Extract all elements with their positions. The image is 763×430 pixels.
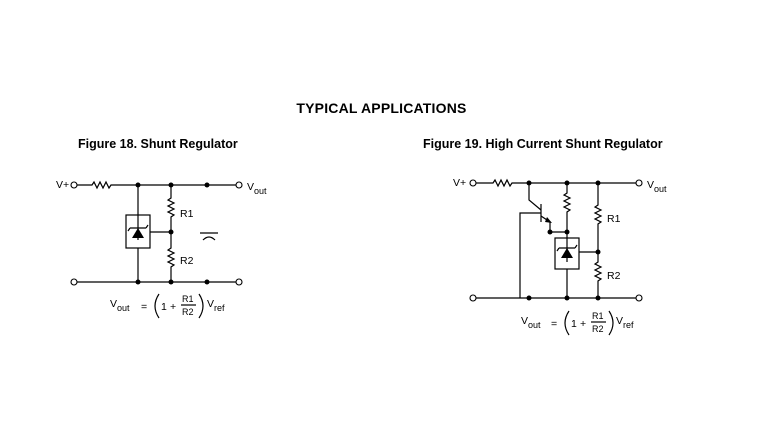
fig18-output-ground-terminal: [235, 278, 243, 286]
fig18-r1-resistor: [166, 185, 176, 232]
fig19-input-label: V+: [453, 177, 466, 189]
svg-text:R1: R1: [592, 311, 604, 321]
fig18-r1-label: R1: [180, 208, 194, 220]
fig18-r2-resistor: [166, 232, 176, 282]
svg-text:+: +: [580, 318, 586, 330]
fig18-junction: [168, 279, 174, 285]
fig18-r2-label: R2: [180, 255, 194, 267]
fig19-junction: [526, 295, 532, 301]
figure-19-title: Figure 19. High Current Shunt Regulator: [423, 137, 663, 151]
svg-text:=: =: [141, 301, 147, 313]
svg-text:R1: R1: [182, 294, 194, 304]
fig19-junction: [595, 295, 601, 301]
svg-text:1: 1: [161, 301, 167, 313]
fig19-zener-bar: [556, 244, 578, 252]
fig18-output-terminal: [235, 181, 243, 189]
fig18-zener-bar: [127, 224, 149, 232]
fig19-bias-resistor: [562, 183, 572, 232]
fig19-series-resistor: [476, 178, 529, 188]
svg-text:+: +: [170, 301, 176, 313]
figure-18-title: Figure 18. Shunt Regulator: [78, 137, 238, 151]
fig18-series-resistor: [77, 180, 138, 190]
fig19-equation: Vout = 1 + R1 R2 Vref: [521, 310, 634, 336]
fig18-junction: [204, 279, 210, 285]
figure-18-schematic: V+ Vout R1 R2: [56, 179, 267, 319]
svg-text:=: =: [551, 318, 557, 330]
svg-text:R2: R2: [182, 307, 194, 317]
fig19-junction: [564, 295, 570, 301]
fig19-ground-terminal: [469, 294, 477, 302]
fig19-r1-label: R1: [607, 213, 621, 225]
svg-text:Vref: Vref: [207, 298, 225, 313]
fig18-junction: [204, 182, 210, 188]
fig18-output-label: Vout: [247, 181, 267, 196]
fig19-r1-resistor: [593, 183, 603, 252]
fig18-capacitor-icon: [200, 232, 218, 241]
fig19-output-ground-terminal: [635, 294, 643, 302]
fig18-equation: Vout = 1 + R1 R2 Vref: [110, 293, 225, 319]
fig18-ground-terminal: [70, 278, 78, 286]
fig19-output-terminal: [635, 179, 643, 187]
fig19-r2-label: R2: [607, 270, 621, 282]
fig19-r2-resistor: [593, 252, 603, 298]
figure-19-schematic: V+ Vout R1 R2: [453, 177, 667, 336]
fig18-zener-icon: [132, 228, 144, 238]
svg-text:R2: R2: [592, 324, 604, 334]
svg-text:1: 1: [571, 318, 577, 330]
page-title: TYPICAL APPLICATIONS: [296, 100, 467, 116]
svg-text:Vout: Vout: [110, 298, 130, 313]
fig18-input-label: V+: [56, 179, 69, 191]
fig19-zener-icon: [561, 248, 573, 258]
fig19-input-terminal: [469, 179, 477, 187]
svg-text:Vref: Vref: [616, 315, 634, 330]
fig18-input-terminal: [70, 181, 78, 189]
fig19-transistor-icon: [519, 183, 552, 298]
svg-text:Vout: Vout: [521, 315, 541, 330]
fig19-output-label: Vout: [647, 179, 667, 194]
fig18-junction: [135, 279, 141, 285]
